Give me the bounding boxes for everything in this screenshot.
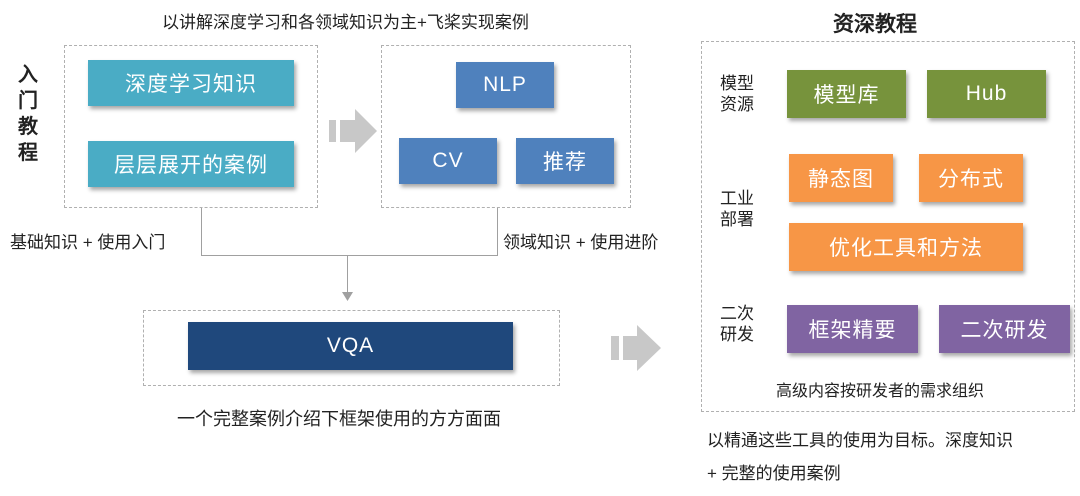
domain-label: 领域知识 + 使用进阶	[503, 233, 659, 252]
model-zoo-box: 模型库	[787, 70, 906, 118]
connector-line-left	[201, 208, 202, 255]
hub-box: Hub	[927, 70, 1046, 118]
connector-line-right	[497, 208, 498, 255]
intro-label: 基础知识 + 使用入门	[10, 233, 166, 252]
domain-group	[381, 45, 631, 208]
vqa-group	[143, 310, 560, 386]
connector-line-bottom	[201, 255, 498, 256]
advanced-caption-line2: + 完整的使用案例	[707, 464, 841, 483]
optimization-tools-box: 优化工具和方法	[789, 223, 1023, 271]
arrow-down-icon	[342, 292, 353, 301]
model-resources-label: 模型资源	[720, 74, 754, 114]
nlp-box: NLP	[456, 62, 554, 108]
framework-essentials-box: 框架精要	[787, 305, 918, 353]
layered-cases-box: 层层展开的案例	[88, 141, 294, 187]
industry-deploy-label: 工业部署	[720, 189, 754, 229]
distributed-box: 分布式	[919, 154, 1023, 202]
recommend-box: 推荐	[516, 138, 614, 184]
advanced-footer: 高级内容按研发者的需求组织	[776, 383, 985, 400]
intro-title: 入门教程	[18, 64, 38, 164]
top-caption: 以讲解深度学习和各领域知识为主+飞桨实现案例	[162, 13, 529, 32]
intro-group	[64, 45, 318, 208]
vqa-caption: 一个完整案例介绍下框架使用的方方面面	[177, 409, 501, 429]
advanced-caption-line1: 以精通这些工具的使用为目标。深度知识	[707, 431, 1013, 450]
advanced-group	[701, 41, 1075, 412]
connector-line-down	[347, 255, 348, 294]
advanced-title: 资深教程	[833, 13, 917, 36]
arrow-right-icon	[329, 109, 377, 153]
cv-box: CV	[399, 138, 497, 184]
arrow-right-icon	[611, 325, 661, 371]
deep-learning-knowledge-box: 深度学习知识	[88, 60, 294, 106]
secondary-development-box: 二次研发	[939, 305, 1070, 353]
static-graph-box: 静态图	[789, 154, 893, 202]
vqa-box: VQA	[188, 322, 513, 370]
secondary-dev-label: 二次研发	[720, 304, 754, 344]
